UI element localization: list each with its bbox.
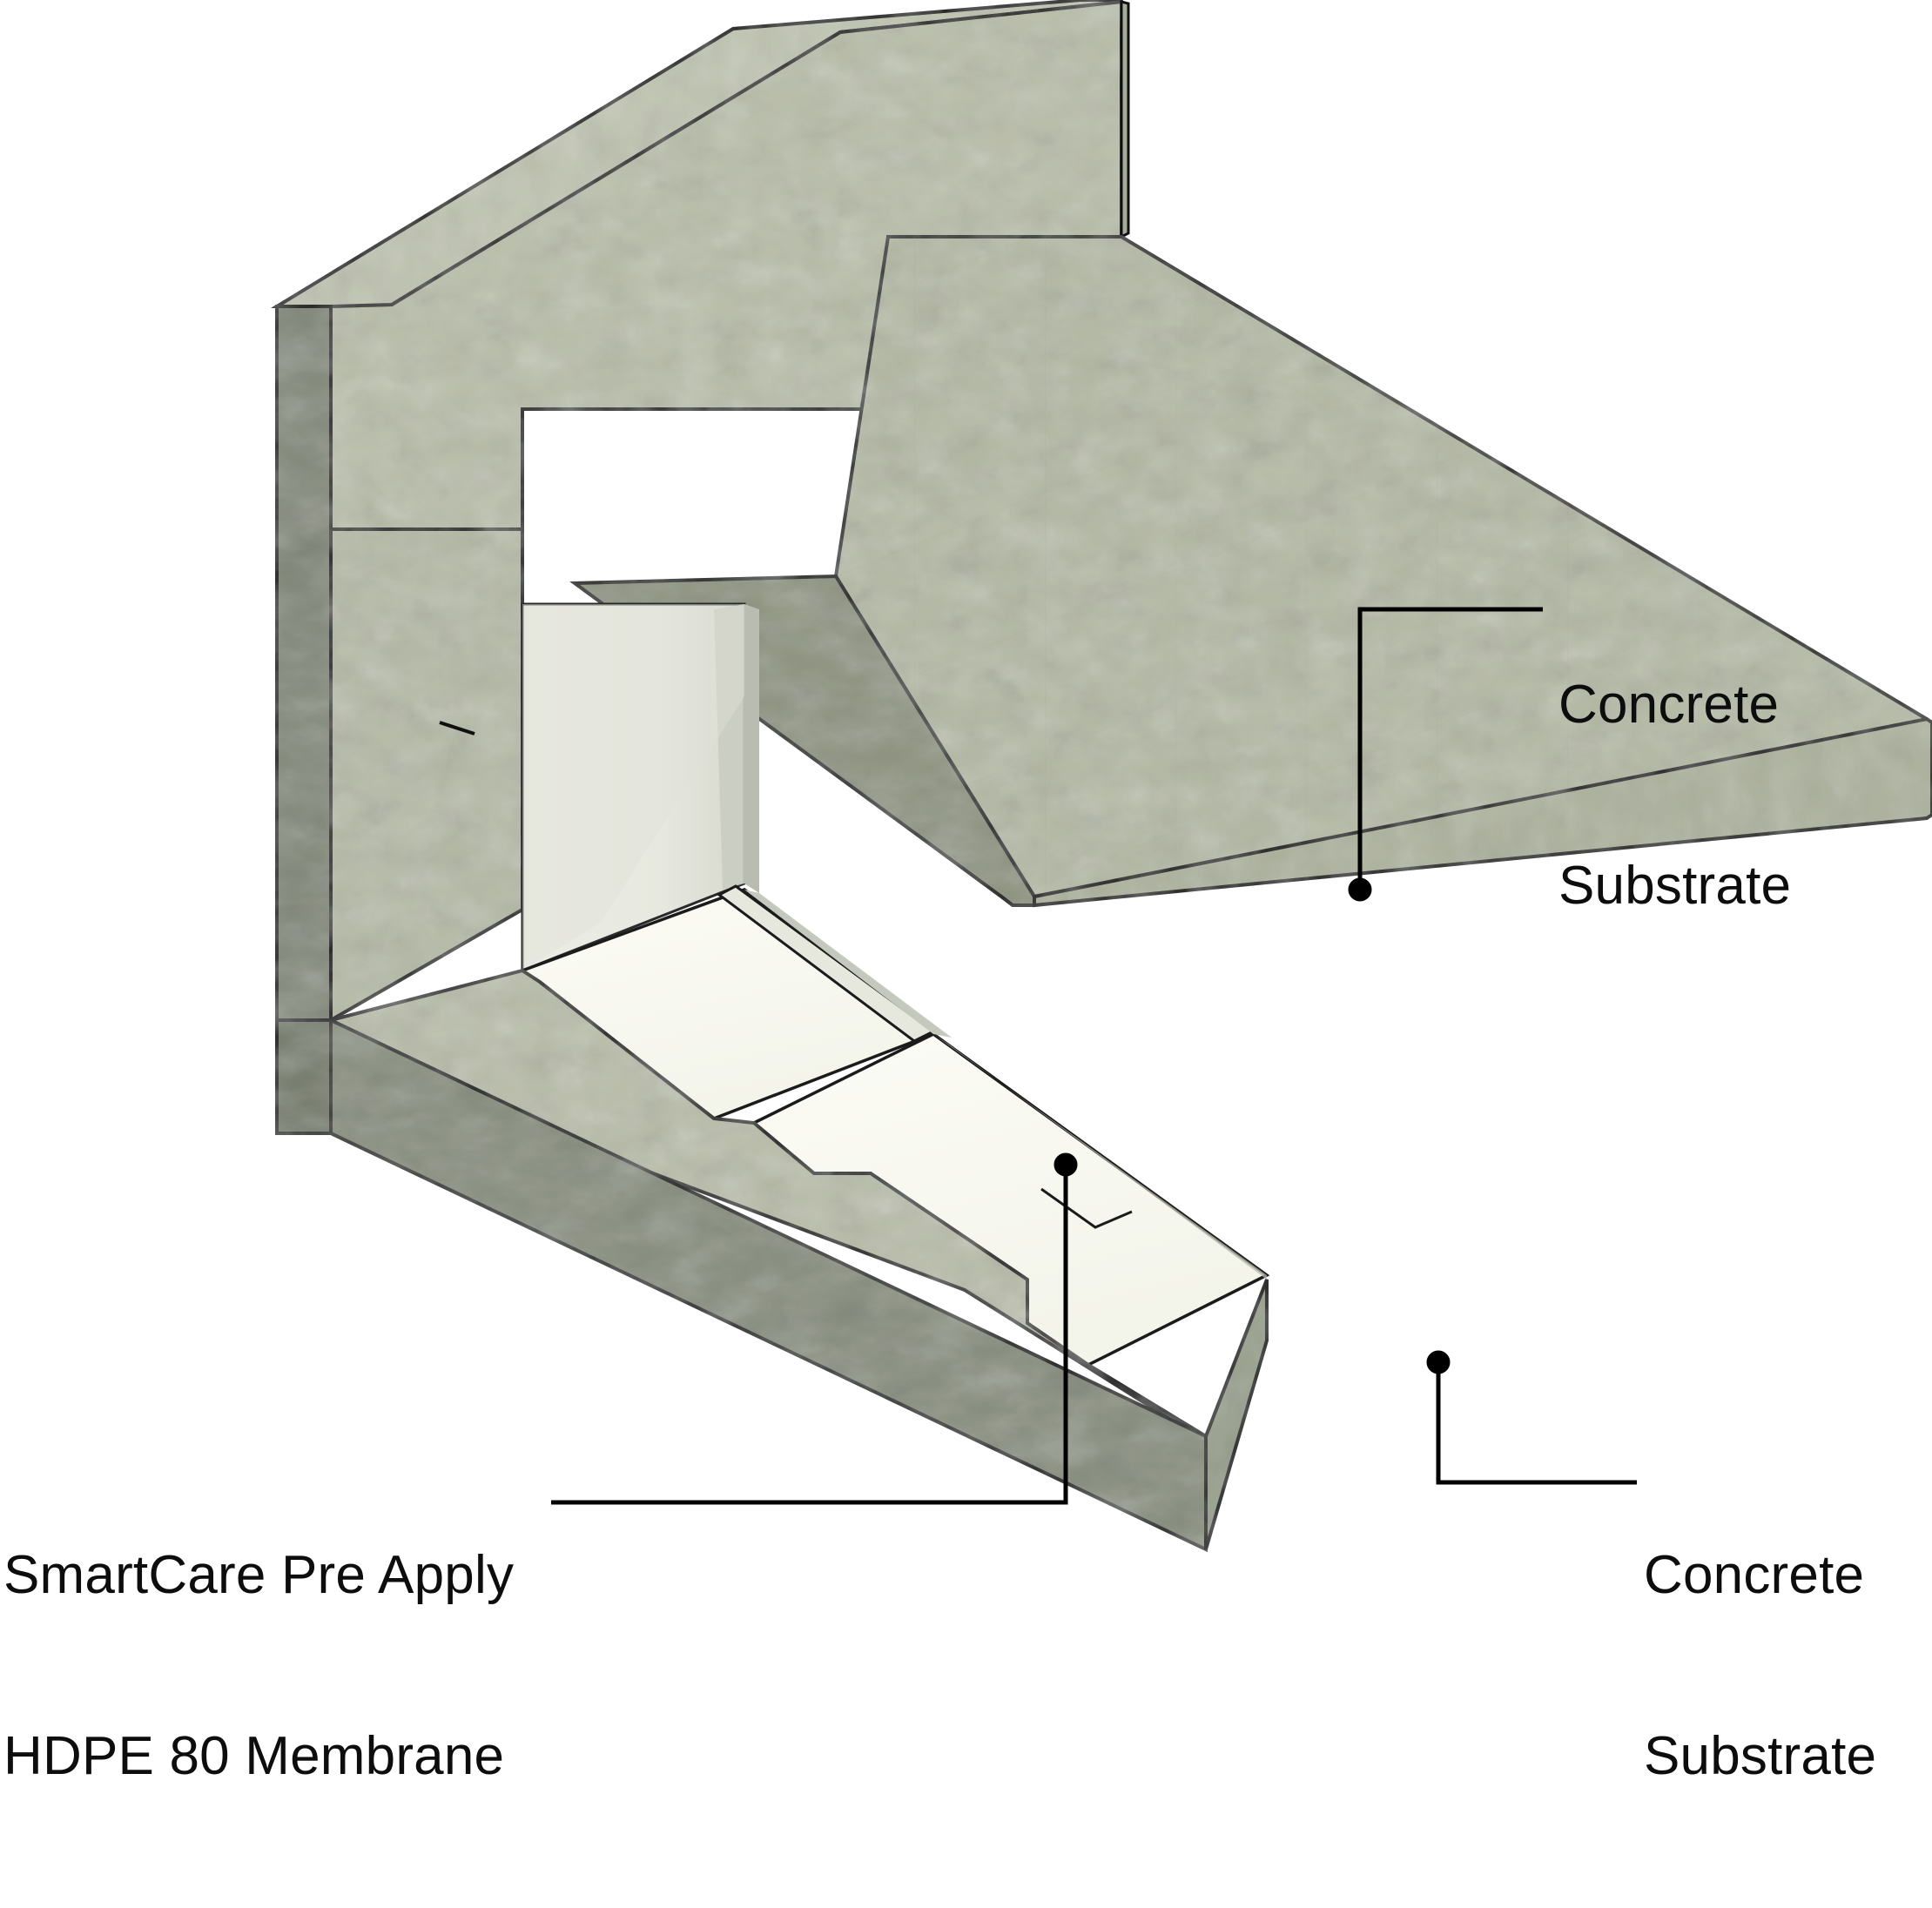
label-smartcare-membrane: SmartCare Pre Apply HDPE 80 Membrane [3,1424,514,1908]
label-concrete-substrate-top: Concrete Substrate [1558,554,1791,1038]
label-smartcare-membrane-line2: HDPE 80 Membrane [3,1726,505,1787]
leader-path-concrete-bottom [1436,1362,1637,1485]
right-slab-top-joints [836,237,1927,897]
floor-slab-right-end-face [1204,1279,1269,1550]
label-concrete-substrate-bottom-line1: Concrete [1644,1544,1865,1605]
left-wall-step-tick [439,721,475,736]
leader-dot-membrane [1054,1152,1078,1177]
back-wall-right-edge [1120,0,1130,239]
floor-slab [275,968,1269,1553]
left-wall-outer-face [275,305,333,1022]
floor-slab-top-band [326,968,1208,1445]
label-concrete-substrate-bottom-line2: Substrate [1644,1726,1877,1787]
leader-dot-concrete-top [1348,877,1372,902]
membrane-wall-top-shadow [522,604,744,971]
leader-concrete-substrate-bottom [1426,1350,1637,1485]
label-concrete-substrate-bottom: Concrete Substrate [1644,1424,1876,1908]
label-concrete-substrate-top-line2: Substrate [1558,856,1792,917]
inner-corner-shade [744,604,759,893]
floor-membrane [519,884,1270,1367]
wall-membrane-sheet [521,602,746,973]
membrane-edge-grey-band [744,890,952,1038]
leader-smartcare-membrane [551,1152,1078,1505]
label-smartcare-membrane-line1: SmartCare Pre Apply [3,1544,515,1605]
membrane-sheet2-notch [1040,1187,1133,1229]
leader-path-membrane [551,1165,1068,1505]
right-slab-right-end-face [1033,716,1932,908]
isometric-detail-drawing [270,0,1932,1553]
left-wall-inner-face [329,527,524,1024]
label-concrete-substrate-top-line1: Concrete [1558,674,1780,735]
leader-path-concrete-top [1357,607,1543,890]
diagram-canvas: Concrete Substrate SmartCare Pre Apply H… [3,0,1932,1787]
floor-slab-left-end-face [275,1018,333,1135]
leader-concrete-substrate-top [1348,607,1543,902]
leader-lines [551,607,1637,1505]
membrane-wall-shade-band [714,604,744,890]
leader-dot-concrete-bottom [1426,1350,1451,1374]
